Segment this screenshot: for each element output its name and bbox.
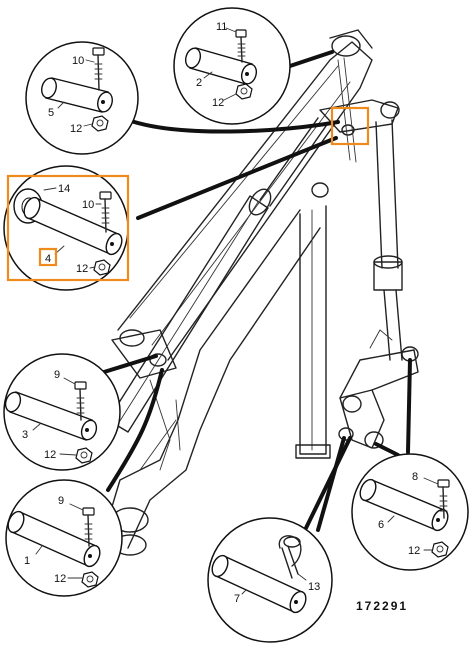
pin-2-drawing xyxy=(184,47,258,85)
bolt-8-drawing xyxy=(437,479,450,519)
label-part-9: 9 xyxy=(54,369,60,381)
nut-12-drawing-3 xyxy=(75,447,93,464)
bolt-9-drawing-lower xyxy=(82,507,95,547)
nut-12-drawing xyxy=(235,83,253,100)
label-part-13: 13 xyxy=(308,581,320,593)
label-part-14: 14 xyxy=(58,183,70,195)
detail-bubble-pin-3 xyxy=(3,353,121,471)
label-part-12: 12 xyxy=(212,97,224,109)
label-part-1: 1 xyxy=(24,555,30,567)
bolt-11-drawing xyxy=(235,29,247,63)
label-part-7: 7 xyxy=(234,593,240,605)
label-part-5: 5 xyxy=(48,107,54,119)
figure-reference-number: 172291 xyxy=(356,599,408,613)
label-part-9: 9 xyxy=(58,495,64,507)
pin-7-drawing xyxy=(211,554,307,614)
label-part-12: 12 xyxy=(70,123,82,135)
label-part-12: 12 xyxy=(408,545,420,557)
highlight-box-pin-location xyxy=(330,106,370,146)
label-part-8: 8 xyxy=(412,471,418,483)
label-part-4: 4 xyxy=(45,253,51,265)
highlight-box-pin-4-detail xyxy=(6,174,130,282)
nut-12-drawing-lower xyxy=(93,259,111,276)
detail-bubble-pin-4 xyxy=(3,165,129,291)
nut-12-drawing-upper xyxy=(91,115,109,132)
pin-3-drawing xyxy=(4,391,98,441)
nut-12-drawing-1 xyxy=(81,571,99,588)
detail-bubble-pin-1 xyxy=(5,479,123,597)
pin-5-drawing xyxy=(41,77,113,113)
highlight-callouts xyxy=(6,106,370,282)
highlight-box-part-4-label xyxy=(38,247,58,267)
label-part-12: 12 xyxy=(76,263,88,275)
detail-bubble-pin-6 xyxy=(351,453,469,571)
label-part-6: 6 xyxy=(378,519,384,531)
label-part-10: 10 xyxy=(82,199,94,211)
label-part-12: 12 xyxy=(44,449,56,461)
leader-lines xyxy=(102,50,412,532)
linch-pin-13-drawing xyxy=(278,535,302,579)
pin-6-drawing xyxy=(359,478,449,532)
bolt-10-drawing-lower xyxy=(99,191,112,233)
nut-12-drawing-6 xyxy=(431,541,449,558)
detail-bubble-pin-5 xyxy=(25,41,139,155)
part-number-labels: 11 2 12 10 5 12 14 10 4 12 9 3 12 9 1 12… xyxy=(22,21,420,605)
pin-1-drawing xyxy=(7,510,101,568)
detail-bubble-pin-2 xyxy=(173,7,291,125)
label-part-3: 3 xyxy=(22,429,28,441)
bolt-10-drawing-upper xyxy=(92,47,105,91)
label-part-11: 11 xyxy=(216,21,227,33)
pin-4-drawing xyxy=(23,196,123,256)
bolt-9-drawing-upper xyxy=(74,381,87,421)
label-part-12: 12 xyxy=(54,573,66,585)
detail-bubble-pin-7 xyxy=(207,517,333,643)
label-part-2: 2 xyxy=(196,77,202,89)
label-part-10: 10 xyxy=(72,55,84,67)
